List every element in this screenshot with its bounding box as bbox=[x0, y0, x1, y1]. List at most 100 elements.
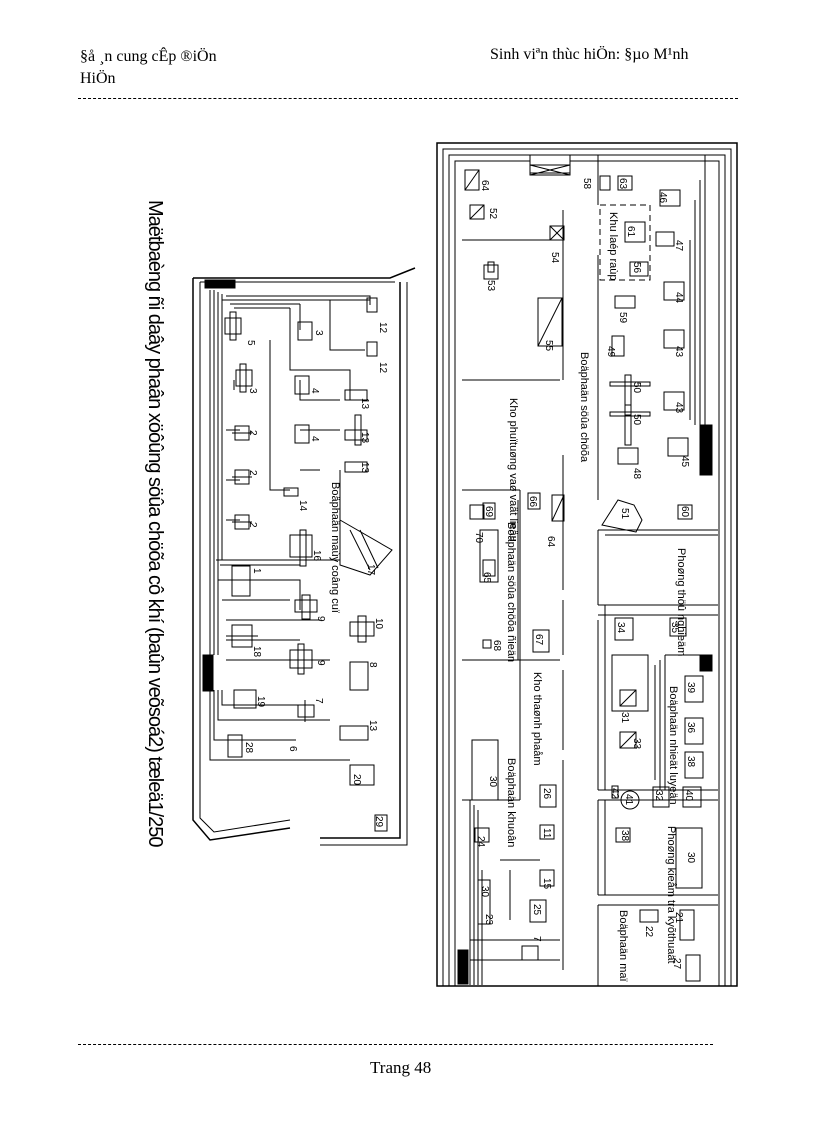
room-forging: Boäphaän khuoân bbox=[505, 758, 517, 847]
label-n59: 59 bbox=[617, 312, 628, 324]
room-product-store: Kho thaønh phaåm bbox=[531, 672, 543, 766]
room-plating: Boäphaän maï bbox=[617, 910, 629, 982]
header-left-line2: HiÖn bbox=[80, 70, 116, 87]
label-m29: 29 bbox=[373, 816, 384, 828]
label-m4b: 4 bbox=[309, 436, 320, 442]
label-n35: 35 bbox=[669, 622, 680, 634]
label-m12b: 12 bbox=[377, 362, 388, 374]
label-n24: 24 bbox=[475, 836, 486, 848]
label-n27: 27 bbox=[671, 958, 682, 970]
room-repair: Boäphaän söûa chöõa bbox=[578, 352, 590, 463]
label-n44: 44 bbox=[673, 292, 684, 304]
label-m19: 19 bbox=[255, 696, 266, 708]
label-n42: 42 bbox=[609, 788, 620, 800]
label-n68: 68 bbox=[491, 640, 502, 652]
label-m6: 6 bbox=[287, 746, 298, 752]
label-m20: 20 bbox=[351, 774, 362, 786]
label-m9b: 9 bbox=[315, 660, 326, 666]
label-m14: 14 bbox=[297, 500, 308, 512]
label-m2c: 2 bbox=[247, 522, 258, 528]
label-n64a: 64 bbox=[479, 180, 490, 192]
label-m1: 1 bbox=[251, 568, 262, 574]
label-m16: 16 bbox=[311, 550, 322, 562]
label-m12a: 12 bbox=[377, 322, 388, 334]
label-n46: 46 bbox=[657, 192, 668, 204]
label-n50b: 50 bbox=[631, 414, 642, 426]
label-n60: 60 bbox=[679, 506, 690, 518]
label-n61: 61 bbox=[625, 226, 636, 238]
label-m18: 18 bbox=[251, 646, 262, 658]
label-m9a: 9 bbox=[315, 616, 326, 622]
label-n33: 33 bbox=[631, 738, 642, 750]
label-n67: 67 bbox=[533, 634, 544, 646]
label-n41: 41 bbox=[623, 794, 634, 806]
room-casting: Boäphaän nhieät luyeän bbox=[667, 686, 679, 805]
label-n56: 56 bbox=[631, 262, 642, 274]
label-n63: 63 bbox=[617, 178, 628, 190]
label-n36: 36 bbox=[685, 722, 696, 734]
label-n65: 65 bbox=[481, 572, 492, 584]
footer-divider bbox=[78, 1044, 713, 1045]
label-n52: 52 bbox=[487, 208, 498, 220]
label-n51: 51 bbox=[619, 508, 630, 520]
label-n53: 53 bbox=[485, 280, 496, 292]
label-n58: 58 bbox=[581, 178, 592, 190]
label-n45: 45 bbox=[679, 456, 690, 468]
label-n43b: 43 bbox=[673, 402, 684, 414]
label-n32: 32 bbox=[653, 790, 664, 802]
label-n38b: 38 bbox=[619, 830, 630, 842]
label-n11: 11 bbox=[541, 828, 552, 839]
label-n39: 39 bbox=[685, 682, 696, 694]
label-n25: 25 bbox=[531, 904, 542, 916]
label-n66: 66 bbox=[527, 496, 538, 508]
header-left-line1: §å ¸n cung cÊp ®iÖn bbox=[80, 48, 217, 65]
label-m10: 10 bbox=[373, 618, 384, 630]
label-n22: 22 bbox=[643, 926, 654, 938]
label-m3b: 3 bbox=[313, 330, 324, 336]
label-m13b: 13 bbox=[359, 432, 370, 444]
label-m13a: 13 bbox=[359, 398, 370, 410]
room-lab: Phoøng thöû nghieäm bbox=[675, 548, 687, 656]
label-n47: 47 bbox=[673, 240, 684, 252]
label-n70: 70 bbox=[473, 532, 484, 544]
label-n40: 40 bbox=[683, 790, 694, 802]
label-n7: 7 bbox=[531, 936, 542, 942]
room-tool-store: Kho phuïtuøng vaø vaät lieäu bbox=[507, 398, 519, 542]
room-assembly: Khu laép raùp bbox=[607, 212, 619, 281]
label-m8: 8 bbox=[367, 662, 378, 668]
left-building bbox=[192, 267, 416, 846]
room-labels: Khu laép raùp Boäphaän söûa chöõa Kho ph… bbox=[329, 212, 687, 982]
label-m2b: 2 bbox=[247, 470, 258, 476]
label-n30c: 30 bbox=[685, 852, 696, 864]
label-n30b: 30 bbox=[479, 886, 490, 898]
label-n54: 54 bbox=[549, 252, 560, 264]
label-n43a: 43 bbox=[673, 346, 684, 358]
header-left: §å ¸n cung cÊp ®iÖn HiÖn bbox=[80, 46, 217, 90]
page-number: Trang 48 bbox=[370, 1058, 432, 1077]
label-n23: 23 bbox=[483, 914, 494, 926]
label-m17: 17 bbox=[365, 564, 376, 576]
label-n64b: 64 bbox=[545, 536, 556, 548]
label-n69: 69 bbox=[483, 506, 494, 518]
header-right: Sinh viªn thùc hiÖn: §µo M¹nh bbox=[490, 46, 689, 63]
equipment-symbols bbox=[464, 169, 704, 982]
label-n15: 15 bbox=[541, 878, 552, 890]
label-n49: 49 bbox=[605, 346, 616, 358]
label-n50a: 50 bbox=[631, 382, 642, 394]
label-n38a: 38 bbox=[685, 756, 696, 768]
label-m28: 28 bbox=[243, 742, 254, 754]
machine-symbols bbox=[224, 297, 393, 832]
label-n48: 48 bbox=[631, 468, 642, 480]
label-n30a: 30 bbox=[487, 776, 498, 788]
label-n34: 34 bbox=[615, 622, 626, 634]
label-m2a: 2 bbox=[247, 430, 258, 436]
label-m5: 5 bbox=[245, 340, 256, 346]
label-m3a: 3 bbox=[247, 388, 258, 394]
label-n21: 21 bbox=[673, 912, 684, 924]
label-m13c: 13 bbox=[359, 462, 370, 474]
machine-labels: 5 3 2 2 2 3 4 4 12 12 13 13 13 14 16 17 … bbox=[243, 178, 696, 970]
drawing-title: Maëtbaèng ñi daây phaân xöôûng söûa chöõ… bbox=[144, 200, 166, 847]
label-m13d: 13 bbox=[367, 720, 378, 732]
label-n55: 55 bbox=[543, 340, 554, 352]
